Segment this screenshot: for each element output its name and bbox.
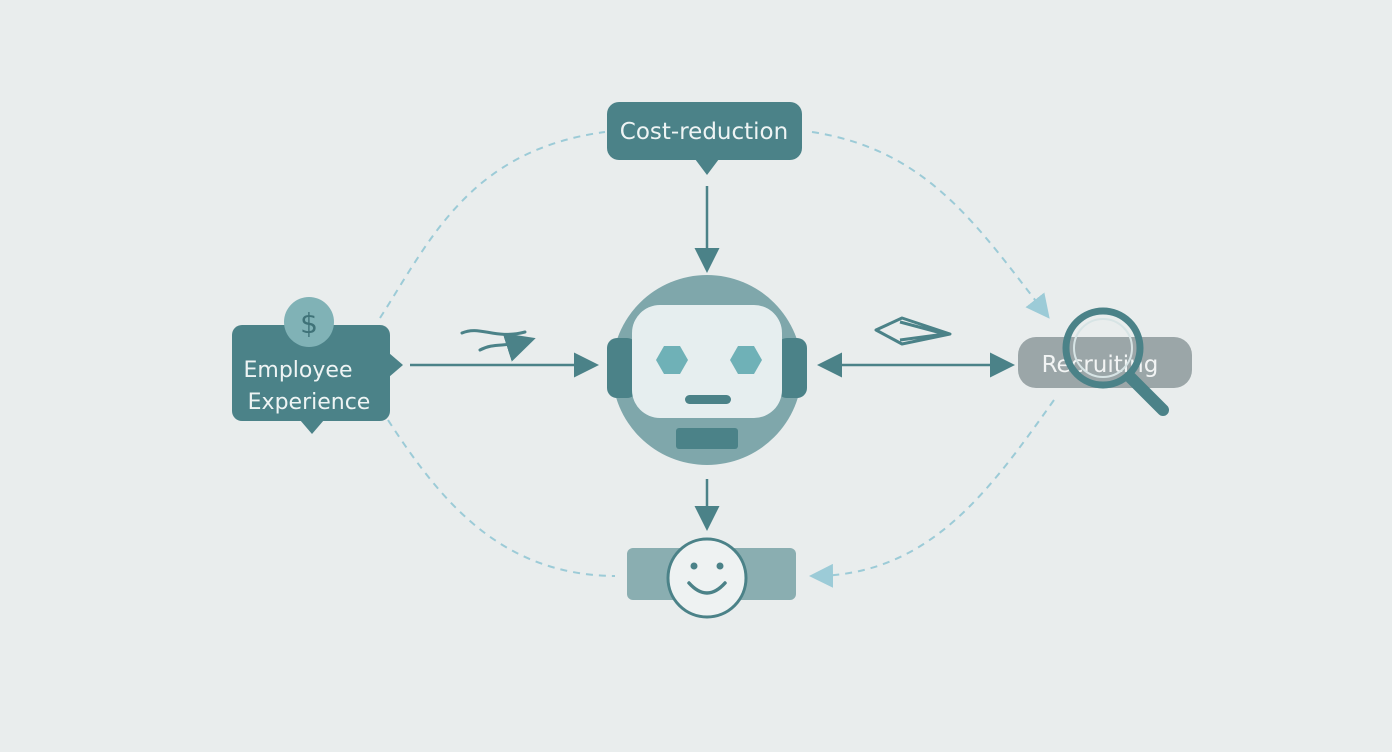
dollar-symbol: $	[300, 307, 318, 340]
dashed-link-employee-to-smiley	[387, 419, 616, 577]
cost-reduction-node[interactable]: Cost-reduction	[607, 102, 802, 175]
employee-label-line2: Experience	[248, 390, 371, 415]
robot-icon	[607, 275, 807, 465]
cost-reduction-label: Cost-reduction	[620, 119, 788, 145]
recruiting-node[interactable]: Recruiting	[1018, 337, 1192, 388]
employee-label-line1: Employee	[244, 358, 353, 383]
smiley-face-icon	[687, 562, 727, 595]
robot-eye-left	[656, 346, 688, 374]
dashed-connectors	[379, 131, 1055, 588]
robot-eye-right	[730, 346, 762, 374]
satisfaction-node[interactable]	[627, 537, 796, 619]
dashed-link-recruiting-to-smiley	[809, 399, 1055, 588]
dashed-link-cost-to-recruiting	[811, 131, 1050, 319]
dashed-link-employee-to-cost	[379, 131, 606, 319]
employee-experience-node[interactable]: Employee Experience	[232, 325, 403, 434]
arrowhead-decoration-icon	[874, 316, 952, 346]
flow-squiggle-icon	[460, 331, 530, 350]
dollar-icon: $	[284, 297, 334, 347]
magnifier-icon	[1062, 307, 1169, 416]
